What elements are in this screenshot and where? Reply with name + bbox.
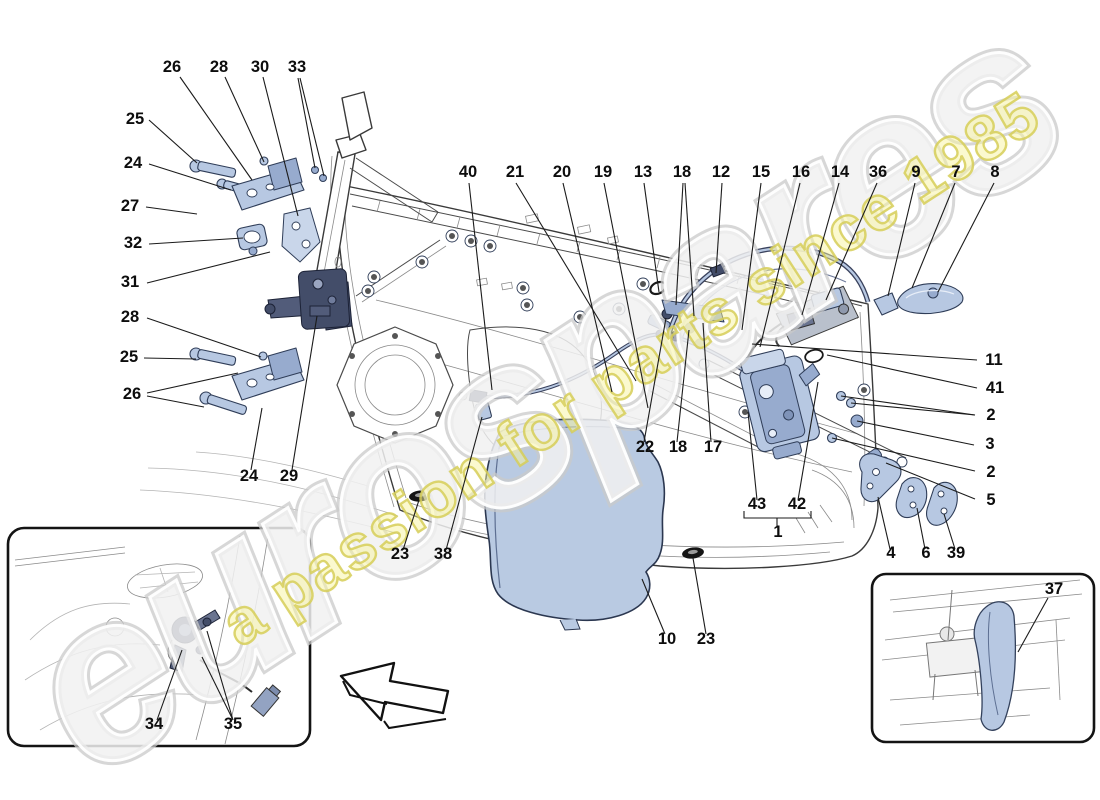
- callout-12-20: 12: [712, 163, 730, 181]
- leader-lines: [143, 76, 1049, 721]
- callout-16-22: 16: [792, 163, 810, 181]
- door-check-strap: [264, 268, 353, 331]
- hinge-screw: [248, 246, 258, 256]
- seal-ring: [804, 348, 824, 364]
- callout-3-31: 3: [985, 435, 994, 453]
- callout-23-43: 23: [697, 630, 715, 648]
- callout-8-27: 8: [990, 163, 999, 181]
- callout-29-13: 29: [280, 467, 298, 485]
- callout-26-11: 26: [123, 385, 141, 403]
- callout-40-14: 40: [459, 163, 477, 181]
- callout-43-37: 43: [748, 495, 766, 513]
- callout-6-45: 6: [921, 544, 930, 562]
- hinge-plate: [281, 207, 321, 263]
- callout-1-39: 1: [773, 523, 782, 541]
- callout-4-44: 4: [886, 544, 896, 562]
- callout-14-23: 14: [831, 163, 850, 181]
- bodywork-lines: [139, 451, 401, 535]
- callout-39-46: 39: [947, 544, 965, 562]
- inset-shield-view: [870, 572, 1096, 744]
- callout-10-42: 10: [658, 630, 676, 648]
- upper-hinge-assembly: [189, 156, 321, 263]
- frame-screw: [319, 174, 327, 182]
- callout-22-34: 22: [636, 438, 654, 456]
- callout-13-18: 13: [634, 163, 652, 181]
- callout-17-36: 17: [704, 438, 722, 456]
- inset-interior-latch-view: [6, 526, 312, 748]
- callout-25-10: 25: [120, 348, 138, 366]
- callout-20-16: 20: [553, 163, 571, 181]
- door-lock-assembly: [739, 348, 821, 460]
- callout-24-5: 24: [124, 154, 143, 172]
- door-trim-panel: [483, 418, 666, 631]
- callout-25-4: 25: [126, 110, 144, 128]
- callout-2-32: 2: [986, 463, 995, 481]
- group-bracket: [743, 511, 812, 527]
- callout-15-21: 15: [752, 163, 770, 181]
- callout-26-0: 26: [163, 58, 181, 76]
- beltline-hatching: [376, 200, 821, 302]
- callout-32-7: 32: [124, 234, 142, 252]
- handle-cover: [873, 292, 899, 316]
- callout-41-29: 41: [986, 379, 1004, 397]
- callout-28-1: 28: [210, 58, 228, 76]
- latch-cable-connector: [250, 684, 282, 718]
- callout-18-35: 18: [669, 438, 687, 456]
- striker-parts: [859, 448, 958, 526]
- callout-18-19: 18: [673, 163, 691, 181]
- callout-11-28: 11: [985, 351, 1002, 369]
- direction-arrow-icon: [339, 661, 450, 730]
- speaker-opening: [336, 326, 454, 444]
- callout-21-15: 21: [506, 163, 524, 181]
- callout-30-2: 30: [251, 58, 269, 76]
- callout-33-3: 33: [288, 58, 306, 76]
- cable-grommet-clip: [475, 401, 492, 421]
- callout-42-38: 42: [788, 495, 806, 513]
- exterior-door-handle: [873, 283, 964, 316]
- callout-7-26: 7: [951, 163, 960, 181]
- callout-24-12: 24: [240, 467, 259, 485]
- grommets: [409, 401, 704, 559]
- callout-38-41: 38: [434, 545, 452, 563]
- callout-31-8: 31: [121, 273, 139, 291]
- cable-ring: [649, 280, 667, 296]
- callout-2-30: 2: [986, 406, 995, 424]
- door-shield-part: [973, 601, 1017, 731]
- inset-mechanism: [925, 589, 991, 701]
- callout-36-24: 36: [869, 163, 887, 181]
- callout-37-49: 37: [1045, 580, 1063, 598]
- callout-28-9: 28: [121, 308, 139, 326]
- callout-19-17: 19: [594, 163, 612, 181]
- callout-9-25: 9: [911, 163, 920, 181]
- callout-5-33: 5: [986, 491, 995, 509]
- latch-mechanism: [775, 285, 859, 347]
- cable-end-fitting: [468, 389, 488, 404]
- callout-23-40: 23: [391, 545, 409, 563]
- callout-35-48: 35: [224, 715, 242, 733]
- lower-hinge-assembly: [189, 347, 305, 415]
- interior-latch: [167, 609, 221, 673]
- callout-34-47: 34: [145, 715, 164, 733]
- callout-27-6: 27: [121, 197, 139, 215]
